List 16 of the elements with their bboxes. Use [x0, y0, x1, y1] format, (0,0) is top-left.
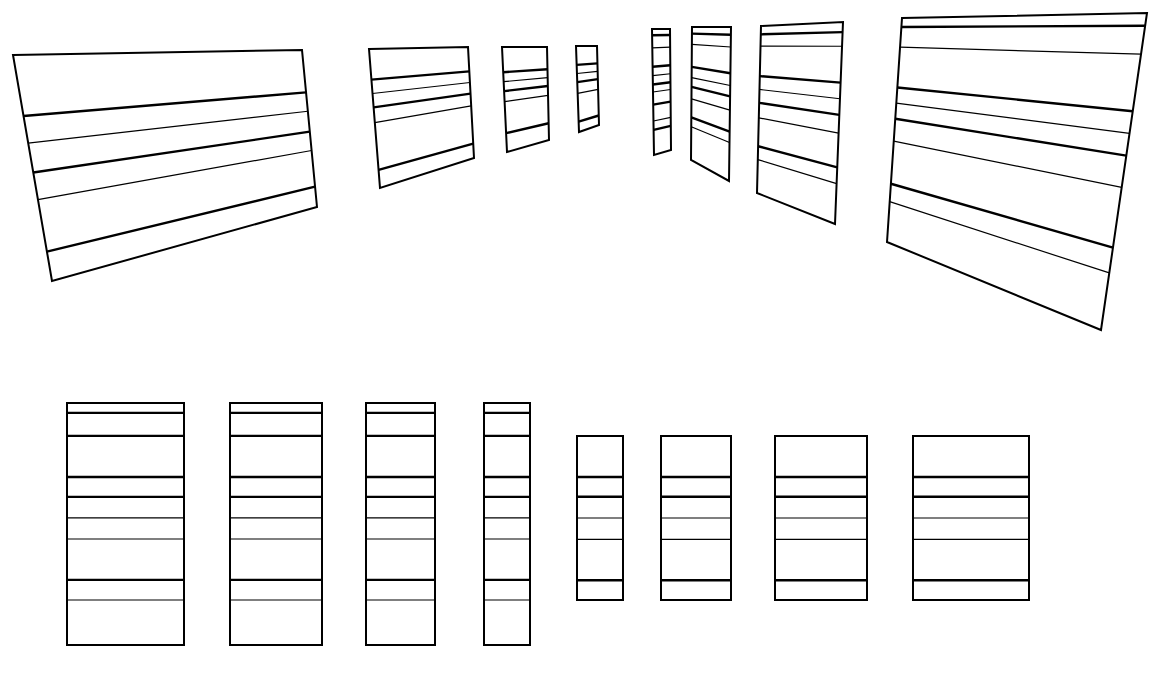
striped-panel	[501, 46, 550, 153]
striped-panel	[66, 402, 185, 646]
striped-panel	[368, 46, 475, 189]
striped-panel	[12, 49, 318, 282]
striped-panel	[756, 21, 844, 225]
striped-panel	[365, 402, 436, 646]
striped-panel	[660, 435, 732, 601]
striped-panel	[651, 28, 672, 156]
striped-panel	[576, 435, 624, 601]
striped-panel	[229, 402, 323, 646]
striped-panel	[774, 435, 868, 601]
striped-panel	[483, 402, 531, 646]
striped-panel	[690, 26, 732, 182]
striped-panel	[912, 435, 1030, 601]
striped-panel	[886, 12, 1148, 331]
striped-panel	[575, 45, 600, 133]
